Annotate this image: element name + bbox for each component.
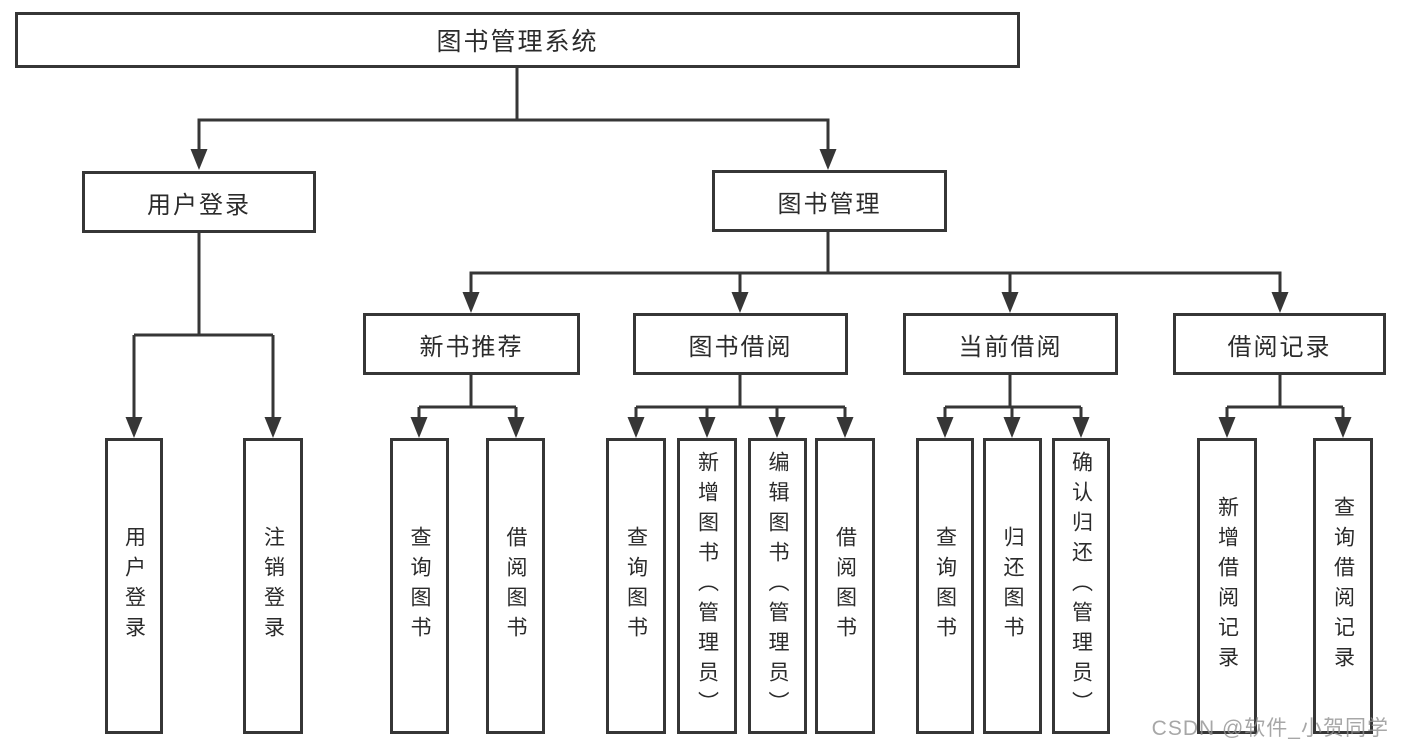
leaf-logout: 注销登录 [243,438,303,734]
node-user-login: 用户登录 [82,171,316,233]
leaf-br-add-record: 新增借阅记录 [1197,438,1257,734]
leaf-user-login-label: 用户登录 [122,526,146,646]
leaf-cb-query-books: 查询图书 [916,438,974,734]
leaf-cb-query-books-label: 查询图书 [933,526,957,646]
leaf-br-add-record-label: 新增借阅记录 [1215,496,1239,676]
leaf-rec-borrow-books-label: 借阅图书 [504,526,527,646]
node-new-book-rec: 新书推荐 [363,313,580,375]
node-borrow-records-label: 借阅记录 [1227,333,1332,361]
csdn-watermark: CSDN @软件_小贺同学 [1151,717,1389,740]
node-current-borrow: 当前借阅 [903,313,1118,375]
node-book-mgmt: 图书管理 [712,170,947,232]
node-book-borrow-label: 图书借阅 [688,333,793,361]
leaf-cb-confirm-return-label: 确认归还（管理员） [1069,451,1093,721]
node-root-label: 图书管理系统 [436,28,599,56]
node-borrow-records: 借阅记录 [1173,313,1386,375]
leaf-user-login: 用户登录 [105,438,163,734]
leaf-br-query-record-label: 查询借阅记录 [1331,496,1355,676]
leaf-rec-borrow-books: 借阅图书 [486,438,545,734]
leaf-cb-confirm-return: 确认归还（管理员） [1052,438,1110,734]
node-new-book-rec-label: 新书推荐 [419,333,524,361]
node-current-borrow-label: 当前借阅 [958,333,1063,361]
leaf-bb-borrow-books: 借阅图书 [815,438,875,734]
leaf-bb-add-books-label: 新增图书（管理员） [695,451,719,721]
leaf-cb-return-books: 归还图书 [983,438,1042,734]
leaf-rec-query-books-label: 查询图书 [408,526,431,646]
leaf-cb-return-books-label: 归还图书 [1001,526,1024,646]
leaf-rec-query-books: 查询图书 [390,438,449,734]
node-user-login-label: 用户登录 [147,191,251,219]
leaf-bb-add-books: 新增图书（管理员） [677,438,737,734]
arrowheads [125,149,1352,438]
leaf-bb-query-books: 查询图书 [606,438,666,734]
leaf-bb-borrow-books-label: 借阅图书 [833,526,857,646]
node-book-mgmt-label: 图书管理 [777,190,882,218]
leaf-bb-edit-books: 编辑图书（管理员） [748,438,807,734]
node-book-borrow: 图书借阅 [633,313,848,375]
leaf-bb-edit-books-label: 编辑图书（管理员） [766,451,789,721]
leaf-logout-label: 注销登录 [261,526,285,646]
leaf-br-query-record: 查询借阅记录 [1313,438,1373,734]
node-root-system: 图书管理系统 [15,12,1020,68]
leaf-bb-query-books-label: 查询图书 [624,526,648,646]
